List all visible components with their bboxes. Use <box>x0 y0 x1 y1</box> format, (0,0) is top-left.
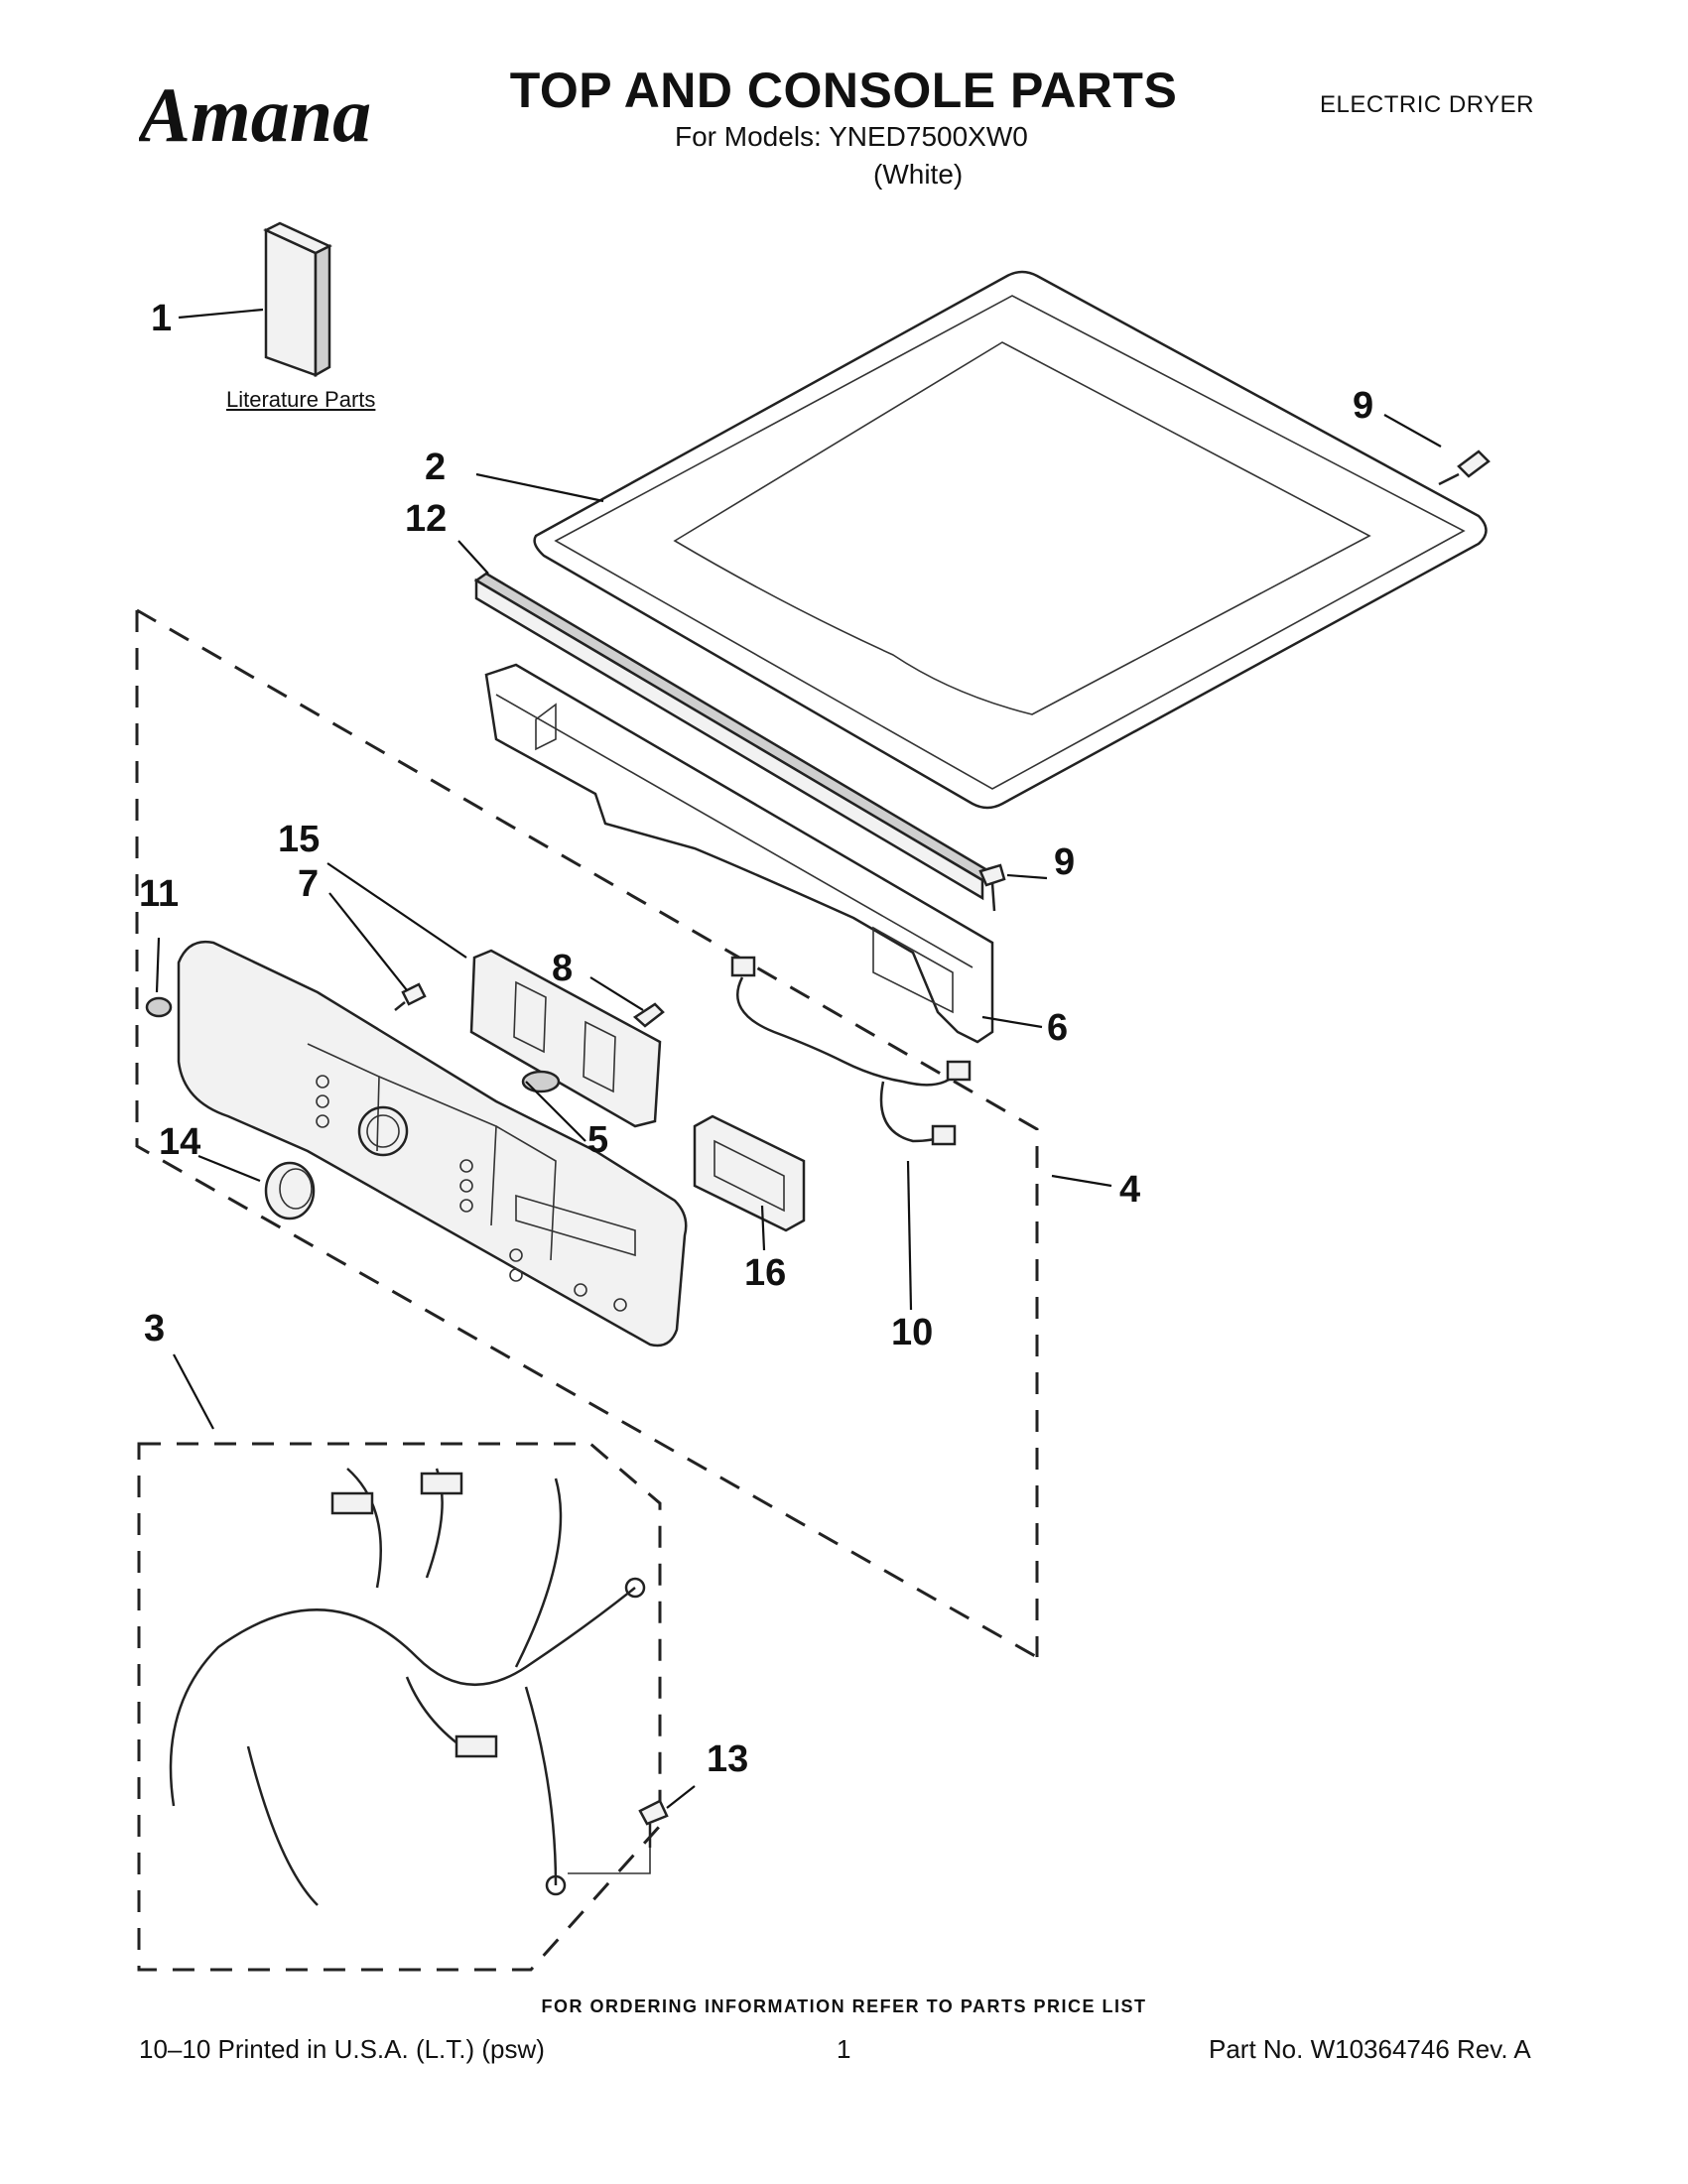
callout-11: 11 <box>139 873 180 915</box>
wire-harness-small <box>730 956 972 1146</box>
ui-housing <box>693 1114 806 1232</box>
color-line: (White) <box>873 159 964 190</box>
callout-12: 12 <box>405 498 448 540</box>
callout-14: 14 <box>159 1121 201 1163</box>
top-panel <box>533 270 1488 810</box>
literature-booklet <box>263 221 332 378</box>
console-bracket <box>484 663 994 1044</box>
ground-screw <box>568 1799 669 1874</box>
main-wire-harness <box>169 1468 646 1906</box>
callout-10: 10 <box>891 1312 934 1353</box>
part-number: Part No. W10364746 Rev. A <box>1209 2034 1531 2064</box>
callout-2: 2 <box>425 447 447 488</box>
console-screw <box>394 982 427 1011</box>
callout-15: 15 <box>278 819 321 860</box>
amana-logo-text: Amana <box>139 71 371 158</box>
callout-9-top: 9 <box>1353 385 1374 427</box>
page-number: 1 <box>837 2034 851 2064</box>
console-panel <box>177 940 688 1348</box>
clip <box>632 1002 665 1028</box>
product-type: ELECTRIC DRYER <box>1320 91 1534 118</box>
control-knob <box>264 1161 316 1220</box>
screw-bracket <box>978 863 1006 912</box>
console-assembly-outline <box>135 608 1039 1659</box>
literature-parts-label: Literature Parts <box>226 387 376 412</box>
callout-9-bracket: 9 <box>1054 841 1076 883</box>
callout-1: 1 <box>151 298 173 339</box>
callout-3: 3 <box>144 1308 166 1349</box>
callout-8: 8 <box>552 948 574 989</box>
main-harness-outline <box>137 1442 662 1972</box>
callout-4: 4 <box>1119 1169 1141 1211</box>
screw-top-right <box>1438 450 1491 486</box>
callout-16: 16 <box>744 1252 787 1294</box>
control-board <box>469 949 662 1128</box>
trim-strip <box>473 572 995 901</box>
page-title: TOP AND CONSOLE PARTS <box>509 63 1178 118</box>
callout-5: 5 <box>587 1119 609 1161</box>
print-info: 10–10 Printed in U.S.A. (L.T.) (psw) <box>139 2034 545 2064</box>
ordering-note: FOR ORDERING INFORMATION REFER TO PARTS … <box>541 1996 1147 2016</box>
amana-logo: Amana <box>139 71 371 158</box>
callout-6: 6 <box>1047 1007 1069 1049</box>
callout-13: 13 <box>707 1738 749 1780</box>
callout-7: 7 <box>298 863 320 905</box>
badge <box>145 996 173 1018</box>
leader-lines <box>155 308 1442 1809</box>
models-line: For Models: YNED7500XW0 <box>675 121 1028 152</box>
